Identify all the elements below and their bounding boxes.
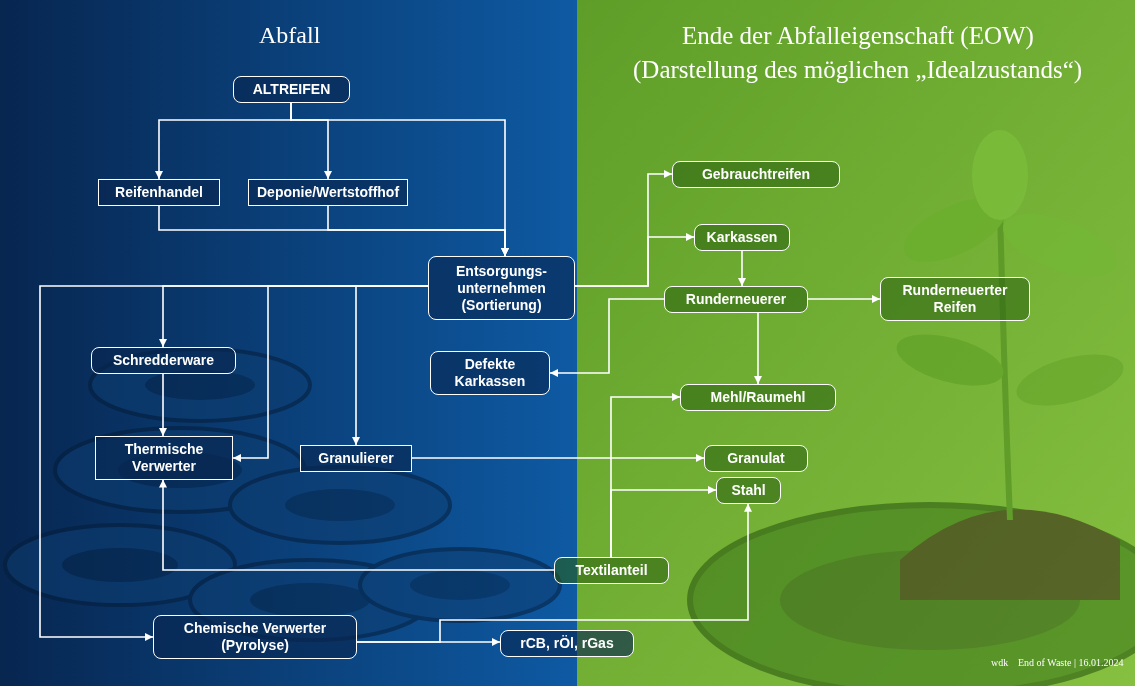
flow-connector: [357, 504, 748, 642]
tire-hole: [145, 370, 255, 400]
flow-connector: [291, 103, 328, 179]
box-label: Stahl: [725, 482, 772, 499]
process-box: Entsorgungs- unternehmen (Sortierung): [428, 256, 575, 320]
process-box: Stahl: [716, 477, 781, 504]
process-box: Schredderware: [91, 347, 236, 374]
tire: [690, 505, 1135, 686]
process-box: Textilanteil: [554, 557, 669, 584]
flow-connector: [40, 286, 428, 637]
box-label: Deponie/Wertstoffhof: [257, 184, 399, 201]
flow-connector: [611, 397, 680, 557]
leaf: [891, 325, 1009, 396]
tire-hole: [250, 583, 370, 617]
flow-connector: [808, 298, 880, 300]
section-heading: Ende der Abfalleigenschaft (EOW): [682, 22, 1034, 50]
box-label: Reifenhandel: [107, 184, 211, 201]
process-box: Gebrauchtreifen: [672, 161, 840, 188]
box-label: Granulat: [713, 450, 799, 467]
tire-pile: [5, 349, 560, 640]
section-heading: Abfall: [259, 22, 320, 49]
process-box: Granulierer: [300, 445, 412, 472]
process-box: Mehl/Raumehl: [680, 384, 836, 411]
box-label: Karkassen: [703, 229, 781, 246]
process-box: Karkassen: [694, 224, 790, 251]
process-box: Deponie/Wertstoffhof: [248, 179, 408, 206]
box-label: Defekte Karkassen: [439, 356, 541, 390]
box-label: rCB, rÖl, rGas: [509, 635, 625, 652]
box-label: Thermische Verwerter: [104, 441, 224, 475]
box-label: Gebrauchtreifen: [681, 166, 831, 183]
flow-connector: [575, 174, 672, 286]
process-box: ALTREIFEN: [233, 76, 350, 103]
leaf: [972, 130, 1028, 220]
flow-connector: [356, 286, 428, 445]
flow-connector: [328, 206, 505, 256]
footer-note: End of Waste | 16.01.2024: [1018, 657, 1123, 668]
flow-connector: [412, 457, 704, 459]
flow-connector: [611, 490, 716, 557]
flow-connector: [741, 251, 743, 286]
soil: [900, 509, 1120, 600]
process-box: Granulat: [704, 445, 808, 472]
flow-connector: [159, 103, 291, 179]
box-label: Granulierer: [309, 450, 403, 467]
leaf: [995, 201, 1125, 289]
tire: [230, 467, 450, 543]
process-box: Reifenhandel: [98, 179, 220, 206]
process-box: Runderneuerer: [664, 286, 808, 313]
process-box: Chemische Verwerter (Pyrolyse): [153, 615, 357, 659]
box-label: Entsorgungs- unternehmen (Sortierung): [437, 263, 566, 313]
process-box: rCB, rÖl, rGas: [500, 630, 634, 657]
flow-connector: [233, 286, 428, 458]
process-box: Defekte Karkassen: [430, 351, 550, 395]
flow-connector: [757, 313, 759, 384]
box-label: Runderneuerter Reifen: [889, 282, 1021, 316]
tire: [360, 549, 560, 621]
tire: [90, 349, 310, 421]
leaf: [1011, 345, 1129, 416]
tire-hole: [62, 548, 178, 582]
box-label: Textilanteil: [563, 562, 660, 579]
flow-connector: [575, 237, 694, 286]
box-label: Chemische Verwerter (Pyrolyse): [162, 620, 348, 654]
process-box: Runderneuerter Reifen: [880, 277, 1030, 321]
footer-note: wdk: [991, 657, 1008, 668]
box-label: Mehl/Raumehl: [689, 389, 827, 406]
plant-stem: [1000, 210, 1010, 520]
flow-connector: [162, 374, 164, 436]
flow-connector: [163, 480, 554, 570]
tire-hole: [410, 570, 510, 600]
process-box: Thermische Verwerter: [95, 436, 233, 480]
flow-connector: [159, 206, 505, 256]
box-label: ALTREIFEN: [242, 81, 341, 98]
section-heading: (Darstellung des möglichen „Idealzustand…: [633, 56, 1082, 84]
flow-connector: [163, 286, 428, 347]
box-label: Runderneuerer: [673, 291, 799, 308]
tire-hole: [285, 489, 395, 521]
waste-ground: [0, 0, 577, 686]
box-label: Schredderware: [100, 352, 227, 369]
